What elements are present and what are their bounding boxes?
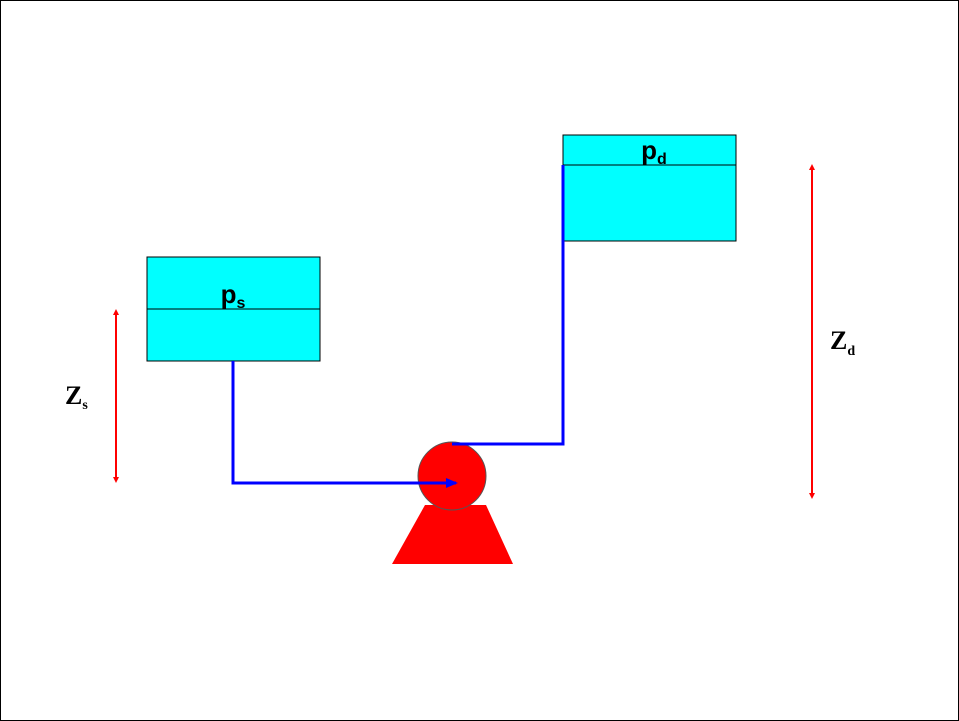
suction-tank-label: ps — [221, 279, 246, 312]
discharge-height-label: Zd — [830, 326, 855, 359]
pump-casing — [417, 441, 487, 511]
discharge-tank: pd — [562, 134, 737, 242]
suction-pressure-symbol: p — [221, 279, 237, 309]
discharge-pipe — [452, 165, 565, 446]
suction-tank: ps — [146, 256, 321, 362]
suction-pressure-subscript: s — [236, 295, 245, 312]
discharge-height-symbol: Z — [830, 326, 847, 355]
pump-base — [392, 505, 513, 564]
suction-height-subscript: s — [82, 398, 88, 413]
suction-height-label: Zs — [65, 381, 88, 413]
discharge-tank-label: pd — [641, 135, 667, 168]
suction-pipe — [231, 361, 458, 488]
suction-height-symbol: Z — [65, 381, 82, 410]
discharge-height-subscript: d — [847, 344, 855, 359]
discharge-pressure-symbol: p — [641, 135, 657, 165]
discharge-pressure-subscript: d — [657, 151, 667, 168]
